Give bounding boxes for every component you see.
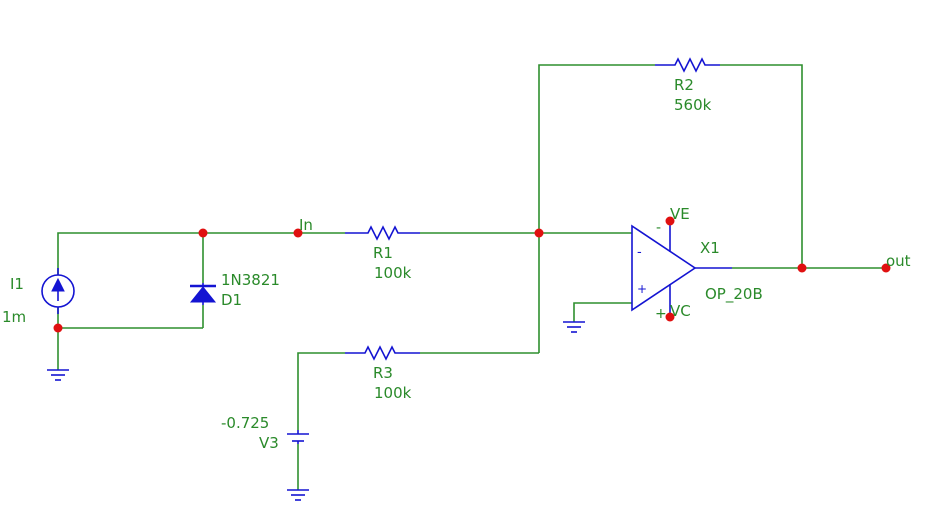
wires [57, 64, 886, 490]
resistor-r2[interactable] [655, 57, 720, 73]
diode-triangle-icon [189, 286, 217, 303]
i1-value-label: 1m [2, 308, 26, 326]
wire-bottom-left [57, 307, 203, 329]
node-in[interactable] [293, 228, 303, 238]
wire-r3-left [297, 352, 345, 430]
v3-name-label: V3 [259, 434, 279, 452]
r3-value-label: 100k [374, 384, 412, 402]
wire-top-left [57, 232, 345, 275]
ground-i1 [47, 369, 69, 381]
net-label-out: out [886, 252, 911, 270]
node-out[interactable] [881, 263, 891, 273]
opamp-pin-plus: + [637, 282, 647, 296]
x1-model-label: OP_20B [705, 285, 763, 304]
i1-name-label: I1 [10, 275, 24, 293]
ground-v3 [287, 489, 309, 501]
wire-feedback-right [720, 64, 803, 268]
d1-model-label: 1N3821 [221, 271, 280, 289]
ground-opamp [563, 321, 585, 333]
opamp-supply-bottom-sign: + [655, 306, 667, 322]
r1-value-label: 100k [374, 264, 412, 282]
opamp-triangle-icon [631, 224, 697, 312]
labels: I1 1m 1N3821 D1 In R1 100k R2 560k R3 10… [2, 76, 911, 452]
voltage-source-v3[interactable] [287, 430, 309, 444]
r2-value-label: 560k [674, 96, 712, 114]
supply-label-ve: VE [670, 205, 690, 223]
x1-name-label: X1 [700, 239, 720, 257]
diode-d1[interactable] [189, 283, 217, 305]
node-summing[interactable] [534, 228, 544, 238]
r3-name-label: R3 [373, 364, 393, 382]
current-source-i1[interactable] [41, 268, 75, 314]
resistor-r1-symbol [345, 225, 420, 241]
d1-name-label: D1 [221, 291, 242, 309]
opamp-supply-top-sign: - [656, 220, 661, 236]
resistor-r1[interactable] [345, 225, 420, 241]
net-label-in: In [299, 216, 313, 234]
resistor-r3-symbol [345, 345, 420, 361]
nodes [53, 216, 891, 333]
v3-value-label: -0.725 [221, 414, 269, 432]
r1-name-label: R1 [373, 244, 393, 262]
opamp-x1[interactable]: - + - + [631, 220, 732, 322]
wire-plus-ground [573, 302, 632, 322]
r2-name-label: R2 [674, 76, 694, 94]
resistor-r3[interactable] [345, 345, 420, 361]
supply-label-vc: VC [670, 302, 691, 320]
node-junction[interactable] [198, 228, 208, 238]
arrow-up-icon [51, 277, 65, 292]
resistor-r2-symbol [655, 57, 720, 73]
node-bottom-left[interactable] [53, 323, 63, 333]
node-vc[interactable] [665, 312, 675, 322]
node-output-junction[interactable] [797, 263, 807, 273]
wire-feedback-left [538, 64, 655, 353]
node-ve[interactable] [665, 216, 675, 226]
opamp-pin-minus: - [637, 245, 642, 260]
